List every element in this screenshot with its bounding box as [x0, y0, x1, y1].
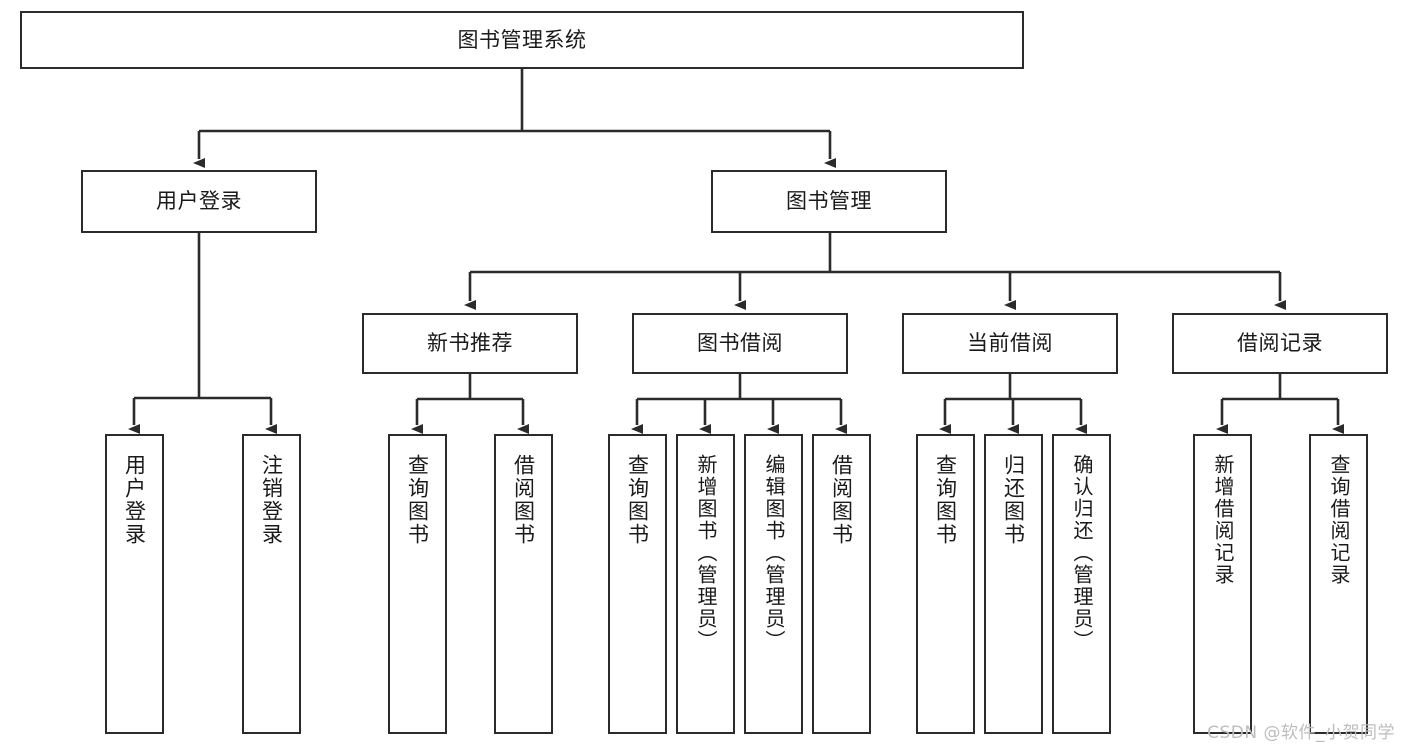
node-borrow-records-label: 借阅记录: [1237, 331, 1323, 356]
leaf-logout-label: 注销登录: [259, 454, 284, 546]
watermark-text: CSDN @软件_小贺同学: [1207, 723, 1395, 743]
leaf-add-book-admin[interactable]: 新增图书（管理员）: [676, 434, 735, 734]
node-user-login-label: 用户登录: [156, 189, 242, 214]
node-current-borrow[interactable]: 当前借阅: [902, 313, 1118, 374]
node-borrow-records[interactable]: 借阅记录: [1172, 313, 1388, 374]
node-user-login[interactable]: 用户登录: [81, 170, 317, 233]
leaf-user-login[interactable]: 用户登录: [105, 434, 164, 734]
leaf-borrow-books-borrow-label: 借阅图书: [829, 454, 854, 546]
node-book-management-label: 图书管理: [786, 189, 872, 214]
leaf-borrow-books-newbook[interactable]: 借阅图书: [494, 434, 553, 734]
leaf-query-books-borrow[interactable]: 查询图书: [608, 434, 667, 734]
leaf-user-login-label: 用户登录: [122, 454, 147, 546]
leaf-return-books-label: 归还图书: [1001, 454, 1026, 546]
leaf-confirm-return-admin-label: 确认归还（管理员）: [1070, 454, 1094, 652]
leaf-add-book-admin-label: 新增图书（管理员）: [694, 454, 718, 652]
node-new-book-recommend[interactable]: 新书推荐: [362, 313, 578, 374]
leaf-add-borrow-record[interactable]: 新增借阅记录: [1193, 434, 1252, 734]
leaf-query-borrow-record-label: 查询借阅记录: [1327, 454, 1351, 586]
node-book-borrow[interactable]: 图书借阅: [632, 313, 848, 374]
leaf-edit-book-admin[interactable]: 编辑图书（管理员）: [744, 434, 803, 734]
leaf-borrow-books-borrow[interactable]: 借阅图书: [812, 434, 871, 734]
leaf-query-books-current[interactable]: 查询图书: [916, 434, 975, 734]
leaf-logout[interactable]: 注销登录: [242, 434, 301, 734]
leaf-query-books-newbook-label: 查询图书: [405, 454, 430, 546]
node-root[interactable]: 图书管理系统: [20, 11, 1024, 69]
node-book-management[interactable]: 图书管理: [711, 170, 947, 233]
leaf-query-books-borrow-label: 查询图书: [625, 454, 650, 546]
node-book-borrow-label: 图书借阅: [697, 331, 783, 356]
node-new-book-recommend-label: 新书推荐: [427, 331, 513, 356]
node-root-label: 图书管理系统: [457, 27, 587, 52]
node-current-borrow-label: 当前借阅: [967, 331, 1053, 356]
leaf-borrow-books-newbook-label: 借阅图书: [511, 454, 536, 546]
leaf-confirm-return-admin[interactable]: 确认归还（管理员）: [1052, 434, 1111, 734]
leaf-query-books-current-label: 查询图书: [933, 454, 958, 546]
leaf-query-books-newbook[interactable]: 查询图书: [388, 434, 447, 734]
leaf-query-borrow-record[interactable]: 查询借阅记录: [1309, 434, 1368, 734]
leaf-add-borrow-record-label: 新增借阅记录: [1211, 454, 1235, 586]
leaf-edit-book-admin-label: 编辑图书（管理员）: [762, 454, 786, 652]
leaf-return-books[interactable]: 归还图书: [984, 434, 1043, 734]
